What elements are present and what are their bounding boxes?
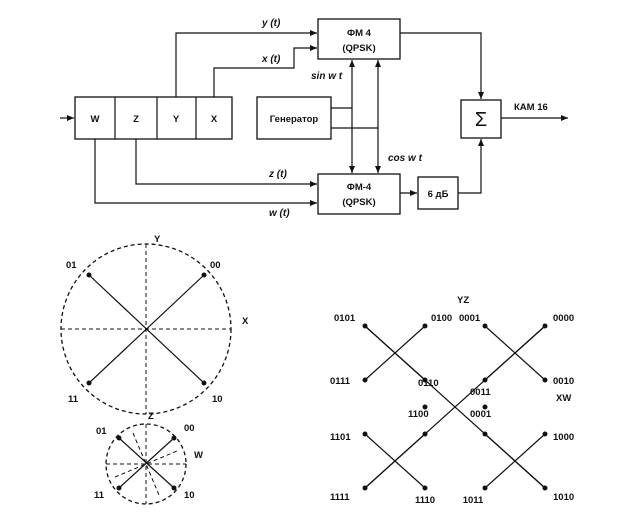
qam-point-label: 1011 xyxy=(463,495,484,506)
modulator-bottom-subtitle: (QPSK) xyxy=(342,197,375,208)
qam-point-label: 1101 xyxy=(330,432,351,443)
modulator-top-title: ФМ 4 xyxy=(347,28,372,39)
output-label: КАМ 16 xyxy=(514,102,548,113)
qam-point-label: 1100 xyxy=(408,409,429,420)
register-cell-x: X xyxy=(211,114,218,125)
register-cell-y: Y xyxy=(173,114,180,125)
qam-point-label: 0101 xyxy=(334,313,356,324)
qam-label-xw: XW xyxy=(556,393,571,404)
qpsk-large-diag-2 xyxy=(88,274,205,384)
qpsk-constellation-large: Y X 01 00 11 10 xyxy=(60,234,249,415)
generator-block: Генератор xyxy=(256,96,332,140)
qam-point-label: 0001 xyxy=(459,313,481,324)
signal-z: z (t) xyxy=(268,169,287,180)
qpsk-small-axis-z: Z xyxy=(148,411,154,422)
qpsk-small-diag-2 xyxy=(118,437,175,489)
signal-sin: sin w t xyxy=(311,71,343,82)
attenuator-block: 6 дБ xyxy=(417,176,459,210)
qam-point-label: 1010 xyxy=(553,492,574,503)
qam-point-label: 0010 xyxy=(553,376,574,387)
line-top-to-summer xyxy=(400,32,484,99)
modulator-bottom: ФМ-4 (QPSK) xyxy=(317,173,401,215)
qpsk-large-axis-y: Y xyxy=(154,234,161,245)
register-cell-z: Z xyxy=(133,114,139,125)
qpsk-small-point-label: 10 xyxy=(184,490,195,501)
summer-symbol: Σ xyxy=(475,109,487,131)
summer-block: Σ xyxy=(460,99,502,139)
modulator-bottom-title: ФМ-4 xyxy=(347,182,372,193)
register-cell-w: W xyxy=(91,114,100,125)
shift-register: W Z Y X xyxy=(74,96,233,140)
qpsk-small-point-label: 01 xyxy=(96,426,107,437)
qam-point-label: 0111 xyxy=(330,376,351,387)
signal-x: x (t) xyxy=(261,54,281,65)
qpsk-large-axis-x: X xyxy=(242,316,249,327)
qpsk-large-point-label: 11 xyxy=(68,394,79,405)
block-diagram: W Z Y X ФМ 4 (QPSK) ФМ-4 (QPSK) Генерато… xyxy=(60,18,568,219)
qpsk-small-point-label: 00 xyxy=(184,423,195,434)
signal-w: w (t) xyxy=(269,208,290,219)
line-z xyxy=(135,139,317,187)
modulator-top: ФМ 4 (QPSK) xyxy=(317,18,401,60)
qam-point-label: 0000 xyxy=(553,313,574,324)
qam16-constellation: YZ XW 0101 0100 0001 0000 0111 0110 0011… xyxy=(330,295,574,506)
generator-label: Генератор xyxy=(270,114,319,125)
attenuator-label: 6 дБ xyxy=(428,189,449,200)
line-w xyxy=(94,139,317,206)
qam-point-label: 0110 xyxy=(418,378,439,389)
qpsk-large-point-label: 10 xyxy=(212,394,223,405)
signal-y: y (t) xyxy=(261,18,281,29)
signal-cos: cos w t xyxy=(388,153,423,164)
qam-point-label: 1111 xyxy=(330,492,350,503)
modulator-top-subtitle: (QPSK) xyxy=(342,43,375,54)
qpsk-constellation-small: Z W 01 00 11 10 xyxy=(94,411,203,505)
qpsk-small-point-label: 11 xyxy=(94,490,105,501)
qam-point-label: 1000 xyxy=(553,432,574,443)
qpsk-large-point-label: 01 xyxy=(66,260,77,271)
qam-point-label: 0100 xyxy=(431,313,452,324)
line-y xyxy=(175,30,317,97)
qam-point-label: 0001 xyxy=(470,409,492,420)
qam-point-label: 1110 xyxy=(415,495,435,506)
line-attenuator-to-summer xyxy=(458,139,484,194)
line-sin-top xyxy=(331,60,355,109)
qam-point-label: 0011 xyxy=(470,387,491,398)
qpsk-large-point-label: 00 xyxy=(210,260,221,271)
qpsk-small-axis-w: W xyxy=(194,450,203,461)
qam-label-yz: YZ xyxy=(457,295,469,306)
line-x xyxy=(213,45,317,97)
